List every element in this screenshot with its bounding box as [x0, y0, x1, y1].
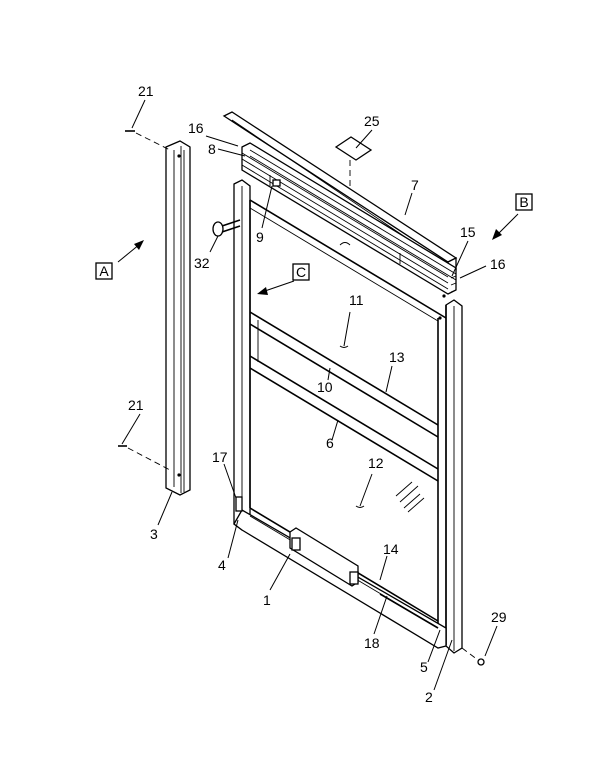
view-label-c-box — [292, 263, 310, 281]
label-plate-part — [334, 136, 373, 161]
view-label-c: C — [296, 264, 306, 280]
view-label-b: B — [519, 194, 528, 210]
view-arrow-a — [117, 240, 144, 263]
callout-14: 14 — [383, 541, 399, 557]
callout-29: 29 — [491, 609, 507, 625]
callout-16-left: 16 — [188, 120, 204, 136]
screw-part-29 — [461, 647, 485, 666]
callout-15: 15 — [460, 224, 476, 240]
left-rail-part — [165, 140, 191, 496]
callout-4: 4 — [218, 557, 226, 573]
callout-21-top: 21 — [138, 83, 154, 99]
callout-11: 11 — [349, 292, 364, 308]
callout-7: 7 — [411, 177, 419, 193]
callout-9: 9 — [256, 229, 264, 245]
callout-6: 6 — [326, 435, 334, 451]
callout-13: 13 — [389, 349, 405, 365]
callout-8: 8 — [208, 141, 216, 157]
view-arrow-b — [492, 213, 519, 240]
leader-lines — [121, 99, 498, 691]
header-rail-assembly — [241, 142, 457, 295]
door-frame — [233, 179, 463, 654]
callout-32: 32 — [194, 255, 210, 271]
callout-17: 17 — [212, 449, 228, 465]
callout-5: 5 — [420, 659, 428, 675]
callout-12: 12 — [368, 455, 384, 471]
view-label-a-box — [95, 262, 113, 280]
callout-1: 1 — [263, 592, 271, 608]
view-arrow-c — [257, 280, 295, 295]
screw-21-top — [125, 130, 171, 151]
callout-25: 25 — [364, 113, 380, 129]
callout-2: 2 — [425, 689, 433, 705]
view-label-a: A — [99, 263, 109, 279]
callout-18: 18 — [364, 635, 380, 651]
callout-10: 10 — [317, 379, 333, 395]
callout-3: 3 — [150, 526, 158, 542]
callout-21-bottom: 21 — [128, 397, 144, 413]
view-label-b-box — [515, 193, 533, 211]
screw-21-bottom — [118, 445, 171, 471]
callout-16-right: 16 — [490, 256, 506, 272]
